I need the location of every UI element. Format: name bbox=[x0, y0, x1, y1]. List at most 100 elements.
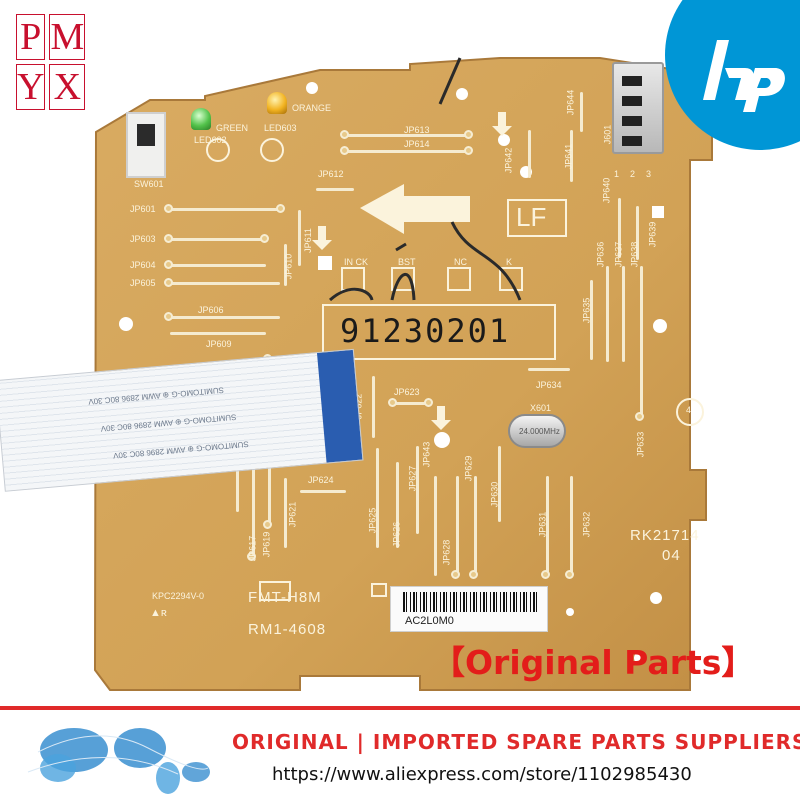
crystal-value-label: 24.000MHz bbox=[519, 427, 560, 436]
part-number: RM1-4608 bbox=[248, 621, 327, 638]
jumper-strap bbox=[170, 332, 266, 335]
ribbon-print: SUMITOMO-G ⊕ AWM 2896 80C 30V bbox=[100, 412, 237, 434]
jp640-label: JP640 bbox=[601, 177, 612, 204]
jp643-label: JP643 bbox=[421, 441, 432, 468]
jp609-label: JP609 bbox=[206, 339, 232, 349]
banner-divider bbox=[0, 706, 800, 710]
store-url-link[interactable]: https://www.aliexpress.com/store/1102985… bbox=[272, 764, 692, 785]
jp631-label: JP631 bbox=[537, 511, 548, 538]
jumper-strap bbox=[284, 478, 287, 548]
orange-label: ORANGE bbox=[292, 103, 332, 113]
nc-mark: NC bbox=[454, 257, 467, 267]
solder-pad bbox=[464, 146, 473, 155]
jp628-label: JP628 bbox=[441, 539, 452, 566]
jp639-label: JP639 bbox=[647, 221, 658, 248]
solder-pad bbox=[340, 146, 349, 155]
jumper-strap bbox=[376, 448, 379, 548]
jp617-label: JP617 bbox=[247, 535, 258, 562]
jumper-strap bbox=[570, 130, 573, 182]
barcode-sticker: AC2L0M0 bbox=[390, 586, 548, 632]
k-mark: K bbox=[506, 257, 513, 267]
lf-mark: LF bbox=[516, 202, 547, 232]
pcb-board: 24.000MHz SW601 GREEN LED602 ORANGE LED6… bbox=[0, 57, 755, 691]
logo-letter: M bbox=[49, 14, 86, 60]
solder-pad bbox=[247, 552, 256, 561]
jumper-strap bbox=[170, 238, 266, 241]
jumper-strap bbox=[528, 130, 531, 178]
usb-connector-j601 bbox=[612, 62, 664, 154]
serial-box bbox=[322, 304, 556, 360]
jumper-strap bbox=[546, 476, 549, 576]
jp644-label: JP644 bbox=[565, 89, 576, 116]
jp632-label: JP632 bbox=[581, 511, 592, 538]
jp641-label: JP641 bbox=[563, 143, 574, 170]
solder-pad bbox=[164, 312, 173, 321]
jumper-strap bbox=[590, 280, 593, 360]
jp630-label: JP630 bbox=[489, 481, 500, 508]
jp642-label: JP642 bbox=[503, 147, 514, 174]
jumper-strap bbox=[170, 264, 266, 267]
jumper-strap bbox=[618, 198, 621, 258]
jp621-label: JP621 bbox=[287, 501, 298, 528]
power-switch-sw601 bbox=[126, 112, 166, 178]
barcode-text: AC2L0M0 bbox=[405, 615, 454, 627]
jumper-strap bbox=[346, 150, 468, 153]
jumper-strap bbox=[434, 476, 437, 576]
sw601-label: SW601 bbox=[134, 179, 164, 189]
jumper-strap bbox=[170, 316, 280, 319]
jumper-strap bbox=[298, 210, 301, 266]
jumper-strap bbox=[416, 446, 419, 534]
jumper-strap bbox=[284, 244, 287, 286]
jp611-label: JP611 bbox=[302, 228, 313, 253]
jumper-strap bbox=[622, 266, 625, 362]
solder-pad bbox=[464, 130, 473, 139]
solder-pad bbox=[263, 520, 272, 529]
led603-label: LED603 bbox=[264, 123, 297, 133]
jp624-label: JP624 bbox=[308, 475, 334, 485]
jp633-label: JP633 bbox=[635, 431, 646, 458]
original-parts-label: 【Original Parts】 bbox=[432, 643, 755, 682]
solder-pad bbox=[276, 204, 285, 213]
jp634-label: JP634 bbox=[536, 380, 562, 390]
green-led bbox=[191, 108, 211, 130]
arrow-down-icon bbox=[312, 112, 512, 430]
solder-pad bbox=[164, 204, 173, 213]
led602-label: LED602 bbox=[194, 135, 227, 145]
model-rev: 04 bbox=[662, 547, 681, 564]
jumper-strap bbox=[170, 282, 280, 285]
jp638-label: JP638 bbox=[629, 241, 640, 268]
pin-3-label: 3 bbox=[646, 169, 652, 179]
kpc-code: KPC2294V-0 bbox=[152, 591, 205, 601]
orange-led bbox=[267, 92, 287, 114]
pin-2-label: 2 bbox=[630, 169, 636, 179]
banner-tagline: ORIGINAL | IMPORTED SPARE PARTS SUPPLIER… bbox=[232, 730, 800, 754]
crystal-oscillator: 24.000MHz bbox=[508, 414, 566, 448]
solder-pad bbox=[451, 570, 460, 579]
solder-pad bbox=[340, 130, 349, 139]
ribbon-print: SUMITOMO-G ⊕ AWM 2896 80C 30V bbox=[112, 439, 250, 461]
jp614-label: JP614 bbox=[404, 139, 430, 149]
jumper-strap bbox=[570, 476, 573, 576]
jumper-strap bbox=[456, 476, 459, 576]
jp627-label: JP627 bbox=[407, 465, 418, 492]
jp637-label: JP637 bbox=[613, 241, 624, 268]
jp610-label: JP610 bbox=[283, 253, 294, 280]
jumper-strap bbox=[606, 266, 609, 362]
hp-logo-icon bbox=[655, 0, 800, 165]
jp605-label: JP605 bbox=[130, 278, 156, 288]
solder-pad bbox=[541, 570, 550, 579]
solder-pad bbox=[164, 234, 173, 243]
in-ck-mark: IN CK bbox=[344, 257, 369, 267]
solder-pad bbox=[469, 570, 478, 579]
jumper-strap bbox=[392, 402, 426, 405]
x601-label: X601 bbox=[530, 403, 552, 413]
solder-pad bbox=[164, 260, 173, 269]
ribbon-print: SUMITOMO-G ⊕ AWM 2896 80C 30V bbox=[87, 385, 225, 407]
jumper-strap bbox=[396, 462, 399, 548]
j601-label: J601 bbox=[602, 124, 613, 145]
jp603-label: JP603 bbox=[130, 234, 156, 244]
jp619-label: JP619 bbox=[261, 531, 272, 558]
jp626-label: JP626 bbox=[391, 521, 402, 548]
model-code: RK21714 bbox=[630, 527, 700, 544]
handwritten-serial: 91230201 bbox=[340, 312, 511, 350]
